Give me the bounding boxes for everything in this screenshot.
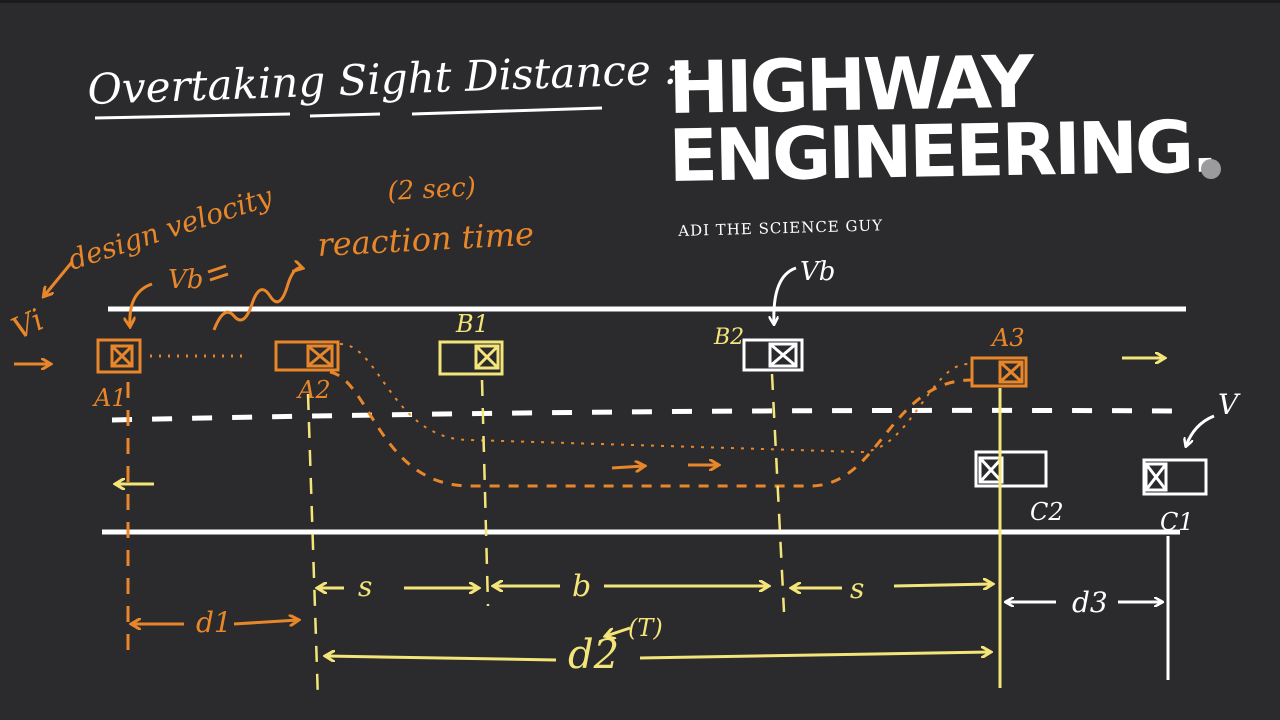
b-label: b (572, 569, 591, 604)
title-underline-2 (309, 112, 381, 118)
vehicle-a1-label: A1 (92, 384, 127, 412)
t-arrow (606, 626, 631, 636)
vehicle-c2-label: C2 (1030, 498, 1064, 526)
overtake-direction-arrow-1 (611, 466, 644, 468)
brand-title-line-2: ENGINEERING. (667, 104, 1217, 198)
vehicle-b2 (742, 338, 804, 372)
title-underline-3 (411, 106, 603, 116)
reaction-time-label: reaction time (316, 215, 534, 264)
vehicle-a3 (970, 356, 1028, 388)
ref-line-b1 (480, 379, 490, 607)
d2-arrow-right (639, 652, 990, 660)
reaction-time-squiggle (212, 268, 302, 331)
ref-line-a2 (306, 393, 320, 701)
vehicle-c1-label: C1 (1160, 508, 1194, 536)
handwritten-title: Overtaking Sight Distance :- (87, 44, 694, 114)
d1-arrow-right (233, 620, 298, 624)
s-right-label: s (850, 572, 864, 605)
vi-label: Vi (7, 303, 50, 348)
design-velocity-arrow (44, 261, 74, 296)
design-velocity-label: design velocity (64, 179, 278, 276)
s-right-arrow-right (893, 584, 992, 586)
d3-label: d3 (1072, 586, 1108, 619)
brand-dot (1201, 159, 1221, 179)
vehicle-c2 (974, 450, 1048, 488)
road-centre-line (111, 407, 1181, 423)
d1-label: d1 (196, 606, 232, 639)
t-label: (T) (628, 614, 663, 642)
vehicle-a3-label: A3 (990, 324, 1025, 352)
vb-label: Vb (168, 265, 203, 295)
d2-label: d2 (568, 632, 619, 678)
vb-equals-mark (207, 264, 229, 282)
overtaking-path-inner (339, 343, 969, 454)
reaction-time-seconds-label: (2 sec) (387, 172, 477, 207)
vb-right-label: Vb (800, 257, 835, 287)
d2-arrow-left (326, 656, 557, 660)
vb-pointer-arrow (130, 282, 153, 326)
v-arrow (1186, 414, 1215, 446)
overtaking-path-outer (329, 370, 973, 488)
vehicle-b1 (438, 340, 504, 376)
vehicle-a2 (274, 340, 340, 372)
vehicle-a1 (96, 338, 142, 374)
v-label: V (1218, 388, 1241, 421)
s-left-label: s (358, 570, 372, 603)
top-frame-edge (0, 0, 1280, 3)
vehicle-a2-label: A2 (296, 376, 331, 404)
vehicle-c1 (1142, 458, 1208, 496)
vehicle-b2-label: B2 (713, 325, 744, 350)
vehicle-b1-label: B1 (455, 310, 489, 338)
ref-line-b2 (770, 373, 786, 613)
vb-right-arrow (774, 266, 797, 324)
title-underline-1 (94, 112, 291, 120)
